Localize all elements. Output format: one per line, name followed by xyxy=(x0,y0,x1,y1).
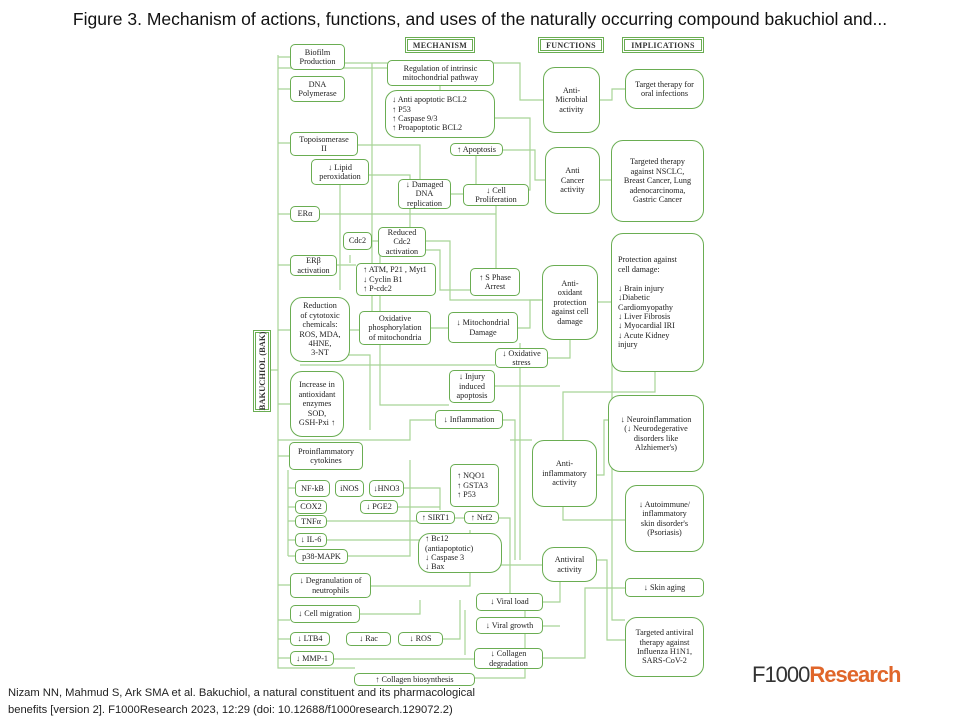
root-node-bakuchiol: BAKUCHIOL (BAK) xyxy=(253,330,271,412)
implication-neuroinflammation: ↓ Neuroinflammation (↓ Neurodegerative d… xyxy=(608,395,704,472)
implication-antiviral-therapy: Targeted antiviral therapy against Influ… xyxy=(625,617,704,677)
node-tnfa: TNFα xyxy=(295,515,327,528)
implication-cell-protection: Protection against cell damage: ↓ Brain … xyxy=(611,233,704,372)
node-apoptosis: ↑ Apoptosis xyxy=(450,143,503,156)
node-nfkb: NF-kB xyxy=(295,480,330,497)
node-nqo1: ↑ NQO1 ↑ GSTA3 ↑ P53 xyxy=(450,464,499,507)
node-bcl2: ↑ Bc12 (antiapoptotic) ↓ Caspase 3 ↓ Bax xyxy=(418,533,502,573)
citation-line-2: benefits [version 2]. F1000Research 2023… xyxy=(8,704,453,716)
header-implications: IMPLICATIONS xyxy=(622,37,704,53)
node-regulation: Regulation of intrinsic mitochondrial pa… xyxy=(387,60,494,86)
implication-skin-aging: ↓ Skin aging xyxy=(625,578,704,597)
node-rac: ↓ Rac xyxy=(346,632,391,646)
logo-part2: Research xyxy=(809,662,901,687)
node-reduction-cytotoxic: Reduction of cytotoxic chemicals: ROS, M… xyxy=(290,297,350,362)
function-antiviral: Antiviral activity xyxy=(542,547,597,582)
node-inflammation: ↓ Inflammation xyxy=(435,410,503,429)
logo-part1: F1000 xyxy=(752,662,810,687)
node-p38-mapk: p38-MAPK xyxy=(295,549,348,564)
citation: Nizam NN, Mahmud S, Ark SMA et al. Bakuc… xyxy=(8,685,475,719)
node-antioxidant-enzymes: Increase in antioxidant enzymes SOD, GSH… xyxy=(290,371,344,437)
node-hno3: ↓HNO3 xyxy=(369,480,404,497)
node-collagen-degradation: ↓ Collagen degradation xyxy=(474,648,543,669)
f1000research-logo: F1000Research xyxy=(752,662,901,688)
node-cox2: COX2 xyxy=(295,500,327,514)
node-oxidative-stress: ↓ Oxidative stress xyxy=(495,348,548,368)
node-topoisomerase: Topoisomerase II xyxy=(290,132,358,156)
figure-title: Figure 3. Mechanism of actions, function… xyxy=(72,9,888,29)
header-mechanism: MECHANISM xyxy=(405,37,475,53)
node-pge2: ↓ PGE2 xyxy=(360,500,398,514)
node-inos: iNOS xyxy=(335,480,364,497)
node-ltb4: ↓ LTB4 xyxy=(290,632,330,646)
implication-oral-infections: Target therapy for oral infections xyxy=(625,69,704,109)
node-lipid-peroxidation: ↓ Lipid peroxidation xyxy=(311,159,369,185)
function-anticancer: Anti Cancer activity xyxy=(545,147,600,214)
node-reduced-cdc2: Reduced Cdc2 activation xyxy=(378,227,426,257)
citation-line-1: Nizam NN, Mahmud S, Ark SMA et al. Bakuc… xyxy=(8,687,475,699)
implication-cancer-therapy: Targeted therapy against NSCLC, Breast C… xyxy=(611,140,704,222)
node-apoptotic-markers: ↓ Anti apoptotic BCL2 ↑ P53 ↑ Caspase 9/… xyxy=(385,90,495,138)
header-functions: FUNCTIONS xyxy=(538,37,604,53)
node-cell-migration: ↓ Cell migration xyxy=(290,605,360,623)
node-er-beta: ERβ activation xyxy=(290,255,337,276)
node-nrf2: ↑ Nrf2 xyxy=(464,511,499,524)
node-ros: ↓ ROS xyxy=(398,632,443,646)
node-damaged-dna: ↓ Damaged DNA replication xyxy=(398,179,451,209)
node-oxidative-phosphorylation: Oxidative phosphorylation of mitochondri… xyxy=(359,311,431,345)
function-antiinflammatory: Anti- inflammatory activity xyxy=(532,440,597,507)
node-injury-apoptosis: ↓ Injury induced apoptosis xyxy=(449,370,495,403)
node-atm: ↑ ATM, P21 , Myt1 ↓ Cyclin B1 ↑ P-cdc2 xyxy=(356,263,436,296)
node-proinflammatory-cytokines: Proinflammatory cytokines xyxy=(289,442,363,470)
node-s-phase-arrest: ↑ S Phase Arrest xyxy=(470,268,520,296)
node-cdc2: Cdc2 xyxy=(343,232,372,250)
function-antimicrobial: Anti- Microbial activity xyxy=(543,67,600,133)
node-sirt1: ↑ SIRT1 xyxy=(416,511,455,524)
node-biofilm: Biofilm Production xyxy=(290,44,345,70)
node-dna-polymerase: DNA Polymerase xyxy=(290,76,345,102)
node-degranulation: ↓ Degranulation of neutrophils xyxy=(290,573,371,598)
node-cell-proliferation: ↓ Cell Proliferation xyxy=(463,184,529,206)
node-collagen-biosynthesis: ↑ Collagen biosynthesis xyxy=(354,673,475,686)
implication-autoimmune: ↓ Autoimmune/ inflammatory skin disorder… xyxy=(625,485,704,552)
node-viral-load: ↓ Viral load xyxy=(476,593,543,611)
function-antioxidant: Anti- oxidant protection against cell da… xyxy=(542,265,598,340)
node-mitochondrial-damage: ↓ Mitochondrial Damage xyxy=(448,312,518,343)
node-er-alpha: ERα xyxy=(290,206,320,222)
root-label: BAKUCHIOL (BAK) xyxy=(257,331,267,411)
node-mmp1: ↓ MMP-1 xyxy=(290,651,334,666)
node-viral-growth: ↓ Viral growth xyxy=(476,617,543,634)
node-il6: ↓ IL-6 xyxy=(295,533,327,547)
